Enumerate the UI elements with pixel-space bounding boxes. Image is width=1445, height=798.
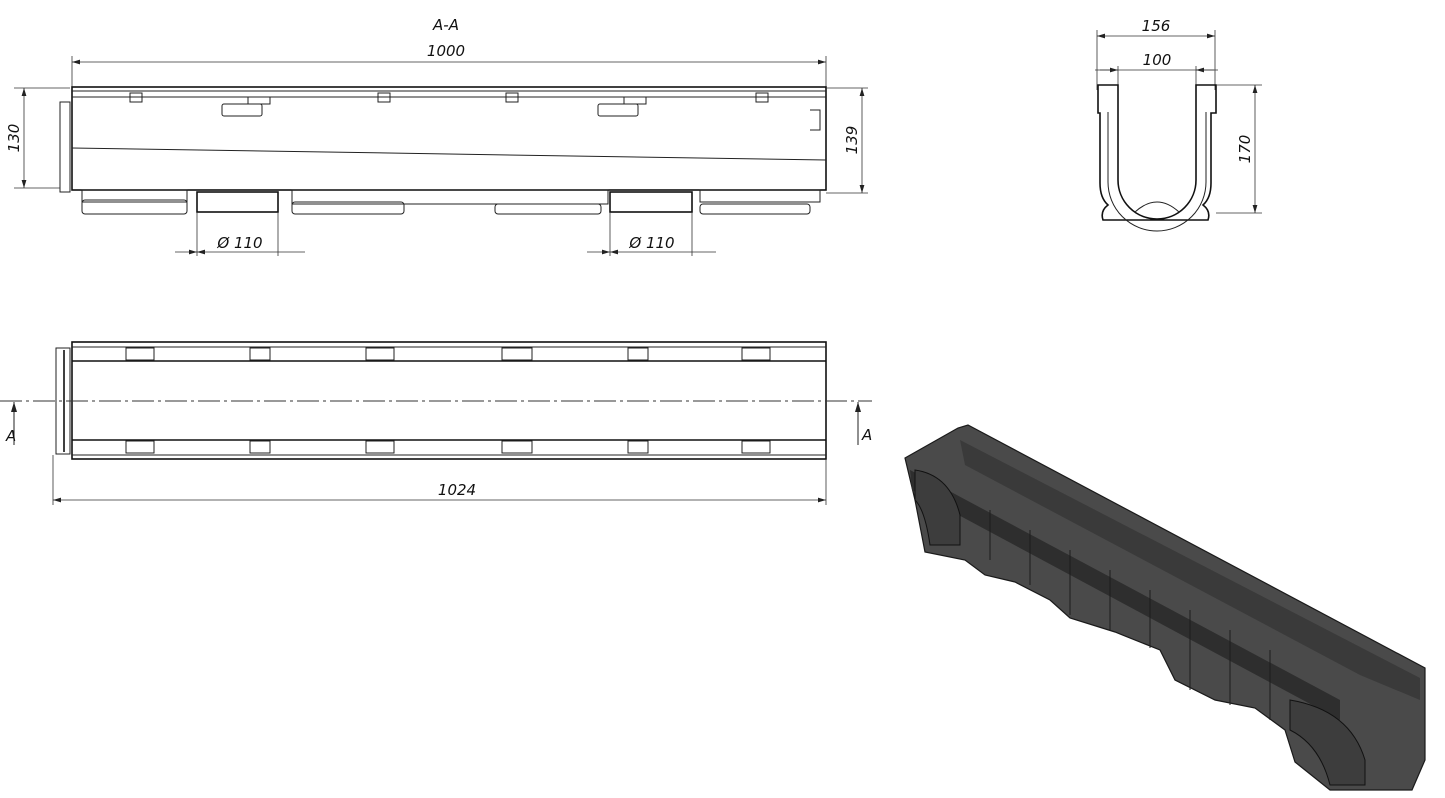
channel-profile — [1097, 84, 1217, 221]
section-view-a-a: A-A 1000 Ø 110 Ø 110 130 — [5, 16, 868, 256]
section-mark-right: A — [861, 426, 872, 444]
channel-3d-render — [904, 424, 1426, 791]
outlet-2 — [609, 191, 693, 213]
section-title: A-A — [432, 16, 459, 34]
inner-width-label: 100 — [1143, 51, 1172, 69]
plan-view: A A 1024 — [0, 341, 872, 505]
end-view: 156 100 170 — [1095, 17, 1262, 232]
section-mark-left: A — [5, 427, 16, 445]
end-height-label: 170 — [1236, 135, 1254, 164]
height-right-label: 139 — [843, 126, 861, 155]
outlet-2-diameter-label: Ø 110 — [628, 234, 674, 252]
height-left-label: 130 — [5, 124, 23, 153]
total-length-label: 1024 — [438, 481, 476, 499]
outlet-1-diameter-label: Ø 110 — [216, 234, 262, 252]
channel-body-section — [71, 86, 827, 191]
outer-width-label: 156 — [1142, 17, 1171, 35]
outlet-1 — [196, 191, 279, 213]
length-dimension-label: 1000 — [427, 42, 465, 60]
channel-bottom-slope — [71, 147, 827, 161]
